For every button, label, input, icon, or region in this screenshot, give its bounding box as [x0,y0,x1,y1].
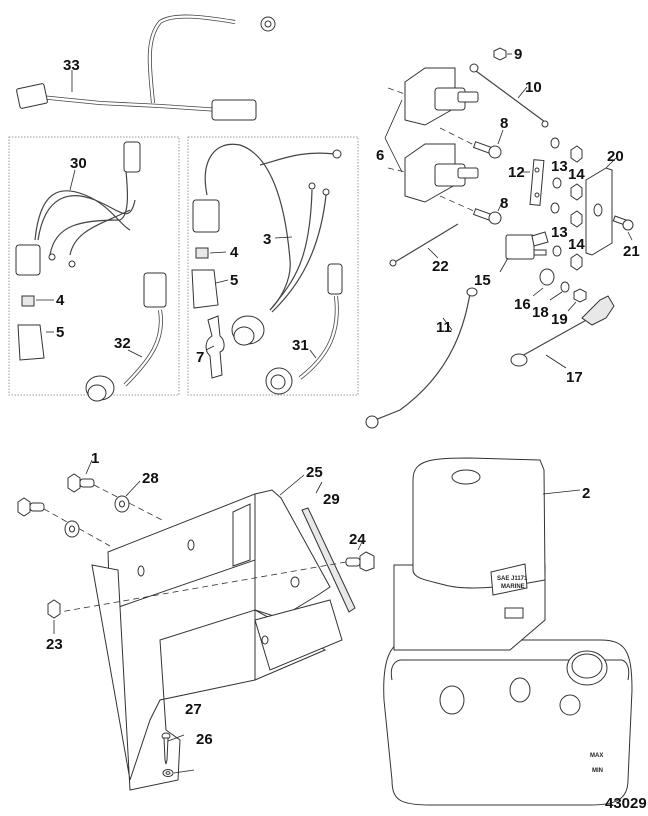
callout-24: 24 [349,531,366,548]
bolt-21 [612,215,634,241]
tab [504,607,524,619]
callout-8-lower: 8 [500,195,508,212]
callout-23: 23 [46,636,63,653]
callout-6: 6 [376,147,384,164]
connector [15,244,41,276]
fuse-holder-5-right [191,269,229,309]
callout-10: 10 [525,79,542,96]
figure-number: 43029 [605,795,647,812]
callout-5-right: 5 [230,272,238,289]
washers-13 [550,137,562,257]
screw-27 [161,732,185,765]
fuse-holder-5-left [17,324,54,361]
callout-4-left: 4 [56,292,65,309]
callout-29: 29 [323,491,340,508]
strip-29 [301,481,356,613]
bracket-20 [585,155,619,256]
callout-14-lower: 14 [568,236,585,253]
fitting [439,685,465,715]
motor-label-plate [490,563,528,596]
callout-3: 3 [263,231,271,248]
callout-26: 26 [196,731,213,748]
callout-16: 16 [514,296,531,313]
callout-17: 17 [566,369,583,386]
callout-9: 9 [514,46,522,63]
callout-13-upper: 13 [551,158,568,175]
callout-15: 15 [474,272,491,289]
harness-30 [15,141,141,276]
nut-23 [47,599,61,634]
harness-32 [85,272,167,402]
manual-release [559,694,581,716]
solenoid-6-upper [387,67,479,126]
callout-19: 19 [551,311,568,328]
reservoir-max-label: MAX [590,753,603,759]
plate-12 [522,159,545,206]
bolt-8-lower [439,195,504,225]
clamp-7 [205,315,225,379]
callout-2: 2 [582,485,590,502]
kit-box-right [187,136,359,396]
callout-4-right: 4 [230,244,239,261]
motor-label-line1: SAE J1171 [497,576,528,582]
callout-13-lower: 13 [551,224,568,241]
callout-11: 11 [436,319,452,336]
solenoid-6-lower [387,143,479,203]
bolts-1 [17,459,163,547]
callout-5-left: 5 [56,324,64,341]
callout-27: 27 [185,701,202,718]
callout-32: 32 [114,335,131,352]
connector-right [211,99,257,121]
breaker-15 [499,231,549,273]
washer-18 [549,281,570,301]
callout-30: 30 [70,155,87,172]
cable-22 [389,223,459,267]
fitting [509,677,531,703]
callout-14-upper: 14 [568,166,585,183]
nut-19 [567,288,587,312]
leader-6 [384,99,403,173]
callout-8-upper: 8 [500,115,508,132]
cable-10 [469,63,549,128]
callout-1: 1 [91,450,99,467]
callout-21: 21 [623,243,640,260]
washers-28 [64,480,141,538]
fuse-4-left [21,295,54,307]
cable-11 [365,287,478,429]
callout-33: 33 [63,57,80,74]
callout-18: 18 [532,304,549,321]
harness-31 [265,263,343,395]
washer-16 [532,268,555,297]
bolt-24 [59,541,375,613]
nuts-14 [570,145,583,271]
fuse-4-right [195,247,227,259]
connector-left [16,83,48,109]
washer-26 [162,769,195,777]
callout-28: 28 [142,470,159,487]
pump-assembly-2: SAE J1171 MARINE MAX MIN [383,457,633,806]
callout-31: 31 [292,337,309,354]
callout-7: 7 [196,349,204,366]
bracket-25 [91,474,343,791]
harness-3 [192,143,342,346]
reservoir-min-label: MIN [592,768,603,774]
callout-22: 22 [432,258,449,275]
connector [123,141,141,173]
motor-cap [451,469,481,485]
harness-33 [16,14,276,121]
motor-label-line2: MARINE [501,584,525,590]
nut-9 [493,47,512,61]
callout-25: 25 [306,464,323,481]
bolt-8-upper [439,127,504,159]
callout-12: 12 [508,164,525,181]
cable-17 [510,295,615,369]
callout-20: 20 [607,148,624,165]
